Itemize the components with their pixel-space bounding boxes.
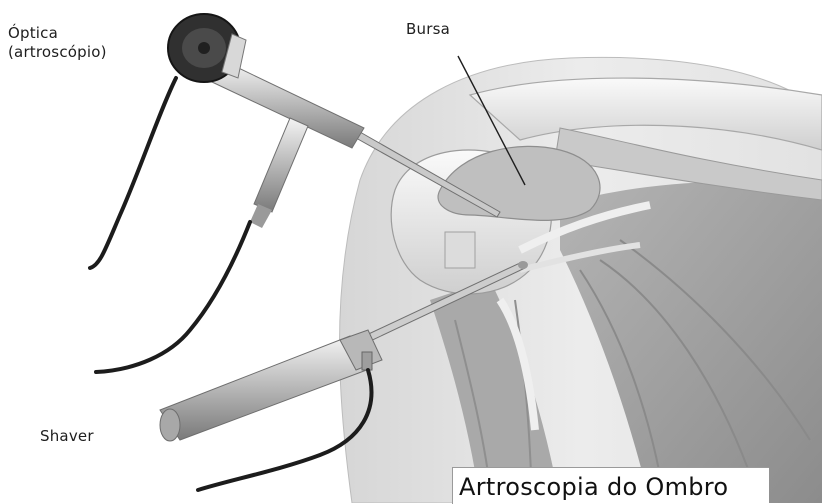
bursa-label: Bursa bbox=[406, 20, 450, 39]
caption-title: Artroscopia do Ombro bbox=[459, 473, 728, 501]
optica-label-line1: Óptica bbox=[8, 24, 107, 43]
optica-label-line2: (artroscópio) bbox=[8, 43, 107, 62]
shaver-label: Shaver bbox=[40, 427, 94, 446]
arthroscope-camera-icon bbox=[168, 14, 246, 82]
shaver-handpiece-icon bbox=[362, 352, 372, 370]
optica-label: Óptica (artroscópio) bbox=[8, 24, 107, 62]
arthroscope-cables bbox=[90, 78, 250, 372]
caption-box: Artroscopia do Ombro bbox=[452, 467, 769, 504]
